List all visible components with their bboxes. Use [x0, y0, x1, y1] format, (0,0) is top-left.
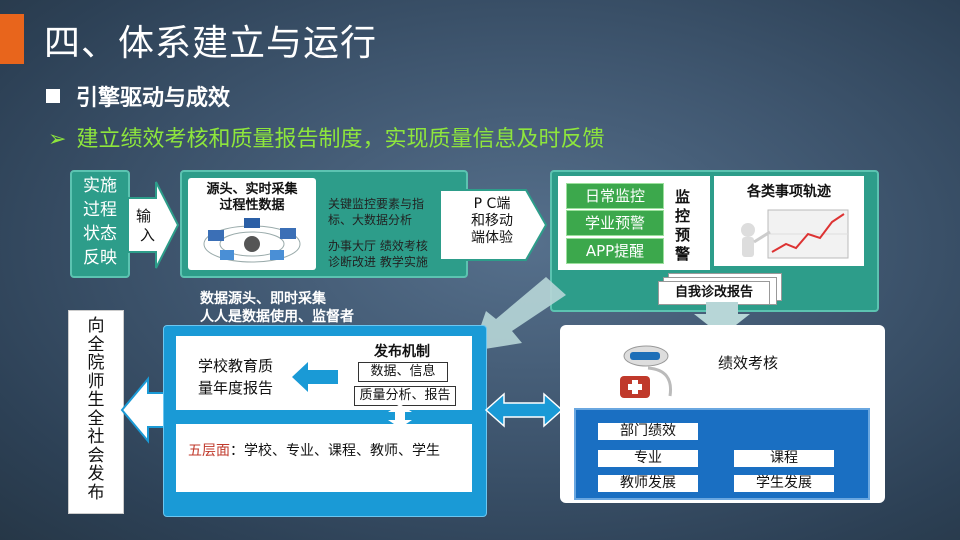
publish-target-label: 向 全 院 师 生 全 社 会 发 布 — [69, 317, 123, 502]
performance-title: 绩效考核 — [718, 354, 779, 372]
track-title: 各类事项轨迹 — [747, 184, 831, 200]
source-title-line: 源头、实时采集 — [206, 182, 298, 197]
publish-target-char: 会 — [87, 445, 105, 466]
down-arrow-icon — [694, 302, 750, 336]
five-levels-text: 五层面：学校、专业、课程、教师、学生 — [188, 440, 440, 460]
five-levels-list: ：学校、专业、课程、教师、学生 — [230, 443, 440, 459]
double-arrow-icon — [292, 362, 368, 392]
subtitle: 引擎驱动与成效 — [46, 80, 230, 112]
horizontal-double-arrow-icon — [484, 392, 564, 428]
analysis-text: 关键监控要素与指 标、大数据分析 — [328, 196, 424, 228]
publish-target-char: 向 — [87, 316, 105, 336]
teacher-development-item: 教师发展 — [598, 475, 698, 492]
medical-robot-icon — [620, 345, 673, 398]
side-label-line: 过程 — [83, 200, 117, 220]
input-label: 输 入 — [136, 207, 155, 245]
publish-target-char: 布 — [87, 482, 105, 503]
department-performance-item: 部门绩效 — [598, 423, 698, 440]
source-panel: 源头、实时采集 过程性数据 — [188, 178, 316, 270]
bullet-text: 建立绩效考核和质量报告制度，实现质量信息及时反馈 — [76, 127, 605, 152]
trend-chart-icon — [741, 209, 849, 259]
monitor-label-line: 预 — [675, 226, 691, 244]
publish-target-char: 生 — [87, 390, 105, 410]
monitor-label-line: 控 — [675, 207, 691, 225]
middle-caption-line: 人人是数据使用、监督者 — [200, 309, 354, 325]
service-text-line: 办事大厅 绩效考核 — [328, 239, 428, 253]
annual-report-line: 学校教育质 — [198, 357, 274, 375]
slide-title: 四、体系建立与运行 — [44, 23, 378, 64]
academic-warning-button[interactable]: 学业预警 — [566, 210, 664, 236]
title-accent-bar — [0, 14, 24, 64]
five-levels-panel: 五层面：学校、专业、课程、教师、学生 — [176, 424, 472, 492]
monitor-label-line: 警 — [675, 245, 691, 263]
student-development-item: 学生发展 — [734, 475, 834, 492]
publish-target-char: 院 — [87, 353, 105, 373]
square-bullet-icon — [46, 89, 60, 103]
pc-label-line: 端体验 — [471, 230, 513, 246]
source-title: 源头、实时采集 过程性数据 — [188, 182, 316, 214]
side-label-line: 状态 — [83, 224, 117, 244]
annual-report-line: 量年度报告 — [198, 379, 274, 397]
network-devices-icon — [203, 218, 301, 263]
app-reminder-button[interactable]: APP提醒 — [566, 238, 664, 264]
publish-target-box: 向 全 院 师 生 全 社 会 发 布 — [68, 310, 124, 514]
pc-label-line: P C端 — [473, 196, 511, 212]
diagonal-arrow-icon — [472, 277, 566, 351]
bullet-line: ➢ 建立绩效考核和质量报告制度，实现质量信息及时反馈 — [48, 121, 604, 153]
publish-mechanism-panel: 发布机制 数据、信息 质量分析、报告 — [338, 338, 466, 406]
pc-label-line: 和移动 — [471, 213, 513, 229]
publish-target-char: 全 — [87, 408, 105, 429]
input-arrow-icon — [127, 181, 180, 269]
input-label-line: 输 — [136, 207, 152, 225]
publish-target-char: 发 — [87, 464, 105, 484]
monitor-warning-label: 监 控 预 警 — [675, 188, 690, 264]
annual-report-label: 学校教育质 量年度报告 — [198, 355, 273, 399]
publish-title: 发布机制 — [374, 344, 430, 360]
publish-target-char: 师 — [87, 371, 105, 392]
side-label-line: 反映 — [83, 248, 117, 268]
service-text: 办事大厅 绩效考核 诊断改进 教学实施 — [328, 238, 428, 270]
implementation-status-label: 实施 过程 状态 反映 — [72, 174, 128, 270]
analysis-text-line: 关键监控要素与指 — [328, 197, 425, 211]
major-item: 专业 — [598, 450, 698, 467]
self-diagnosis-report: 自我诊改报告 — [658, 281, 770, 305]
side-label-line: 实施 — [83, 176, 117, 196]
middle-caption-line: 数据源头、即时采集 — [200, 291, 326, 307]
middle-caption: 数据源头、即时采集 人人是数据使用、监督者 — [200, 290, 354, 326]
track-panel: 各类事项轨迹 — [714, 176, 864, 266]
publish-target-char: 全 — [87, 334, 105, 355]
five-levels-label: 五层面 — [188, 443, 230, 459]
analysis-text-line: 标、大数据分析 — [328, 213, 413, 227]
implementation-status-box: 实施 过程 状态 反映 — [70, 170, 130, 278]
publish-target-char: 社 — [87, 427, 105, 447]
monitor-label-line: 监 — [675, 188, 691, 206]
subtitle-text: 引擎驱动与成效 — [76, 86, 231, 111]
pc-label: P C端 和移动 端体验 — [462, 196, 522, 247]
service-text-line: 诊断改进 教学实施 — [328, 255, 428, 269]
pc-arrow-icon — [439, 189, 548, 261]
daily-monitor-button[interactable]: 日常监控 — [566, 183, 664, 209]
data-info-item: 数据、信息 — [358, 362, 448, 382]
arrow-bullet-icon: ➢ — [48, 127, 67, 152]
course-item: 课程 — [734, 450, 834, 467]
source-title-line: 过程性数据 — [219, 198, 285, 213]
quality-analysis-item: 质量分析、报告 — [354, 386, 456, 406]
vertical-double-arrow-icon — [388, 404, 412, 428]
left-arrow-icon — [120, 376, 167, 444]
input-label-line: 入 — [140, 226, 156, 244]
